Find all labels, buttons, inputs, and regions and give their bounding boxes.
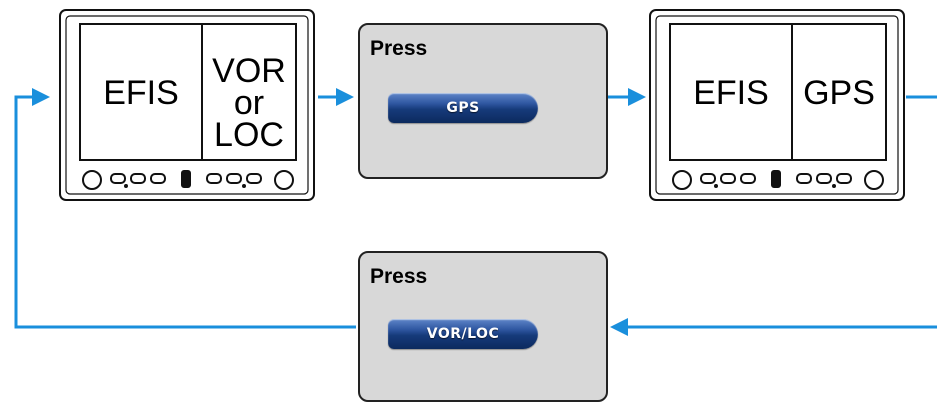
indicator-dot-icon	[714, 184, 718, 188]
screen-right-line-1: VOR	[212, 52, 286, 90]
flow-arrows	[14, 88, 937, 336]
screen-right-label: GPS	[803, 74, 875, 112]
indicator-dot-icon	[242, 184, 246, 188]
press-panel-vor-loc: Press VOR/LOC	[358, 251, 608, 402]
display-inner-bezel	[65, 15, 309, 195]
screen-right-line-2: or	[233, 84, 265, 122]
center-switch-icon	[181, 170, 191, 188]
left-knob-icon	[672, 170, 692, 190]
right-knob-icon	[864, 170, 884, 190]
softkey-icon	[796, 173, 812, 184]
softkey-icon	[206, 173, 222, 184]
display-unit-vor-loc	[59, 9, 315, 201]
softkey-icon	[130, 173, 146, 184]
display-control-buttons	[672, 170, 884, 190]
softkey-icon	[836, 173, 852, 184]
vor-loc-button[interactable]: VOR/LOC	[388, 319, 538, 349]
display-screen	[669, 23, 887, 161]
arrow-line	[14, 95, 356, 329]
screen-left-label: EFIS	[693, 74, 769, 112]
center-switch-icon	[771, 170, 781, 188]
screen-right-line-3: LOC	[214, 116, 284, 154]
softkey-icon	[226, 173, 242, 184]
softkey-icon	[700, 173, 716, 184]
gps-button[interactable]: GPS	[388, 93, 538, 123]
arrow-head-right-icon	[628, 88, 646, 106]
softkey-icon	[110, 173, 126, 184]
right-knob-icon	[274, 170, 294, 190]
display-unit-gps	[649, 9, 905, 201]
press-panel-gps: Press GPS	[358, 23, 608, 179]
display-screen	[79, 23, 297, 161]
softkey-icon	[720, 173, 736, 184]
arrow-head-left-icon	[610, 318, 628, 336]
softkey-icon	[740, 173, 756, 184]
softkey-icon	[246, 173, 262, 184]
softkey-icon	[150, 173, 166, 184]
arrow-head-right-icon	[336, 88, 354, 106]
left-knob-icon	[82, 170, 102, 190]
display-control-buttons	[82, 170, 294, 190]
indicator-dot-icon	[124, 184, 128, 188]
indicator-dot-icon	[832, 184, 836, 188]
softkey-icon	[816, 173, 832, 184]
panel-title: Press	[370, 37, 428, 60]
panel-title: Press	[370, 265, 428, 288]
screen-left-label: EFIS	[103, 74, 179, 112]
display-inner-bezel	[655, 15, 899, 195]
arrow-head-right-icon	[32, 88, 50, 106]
